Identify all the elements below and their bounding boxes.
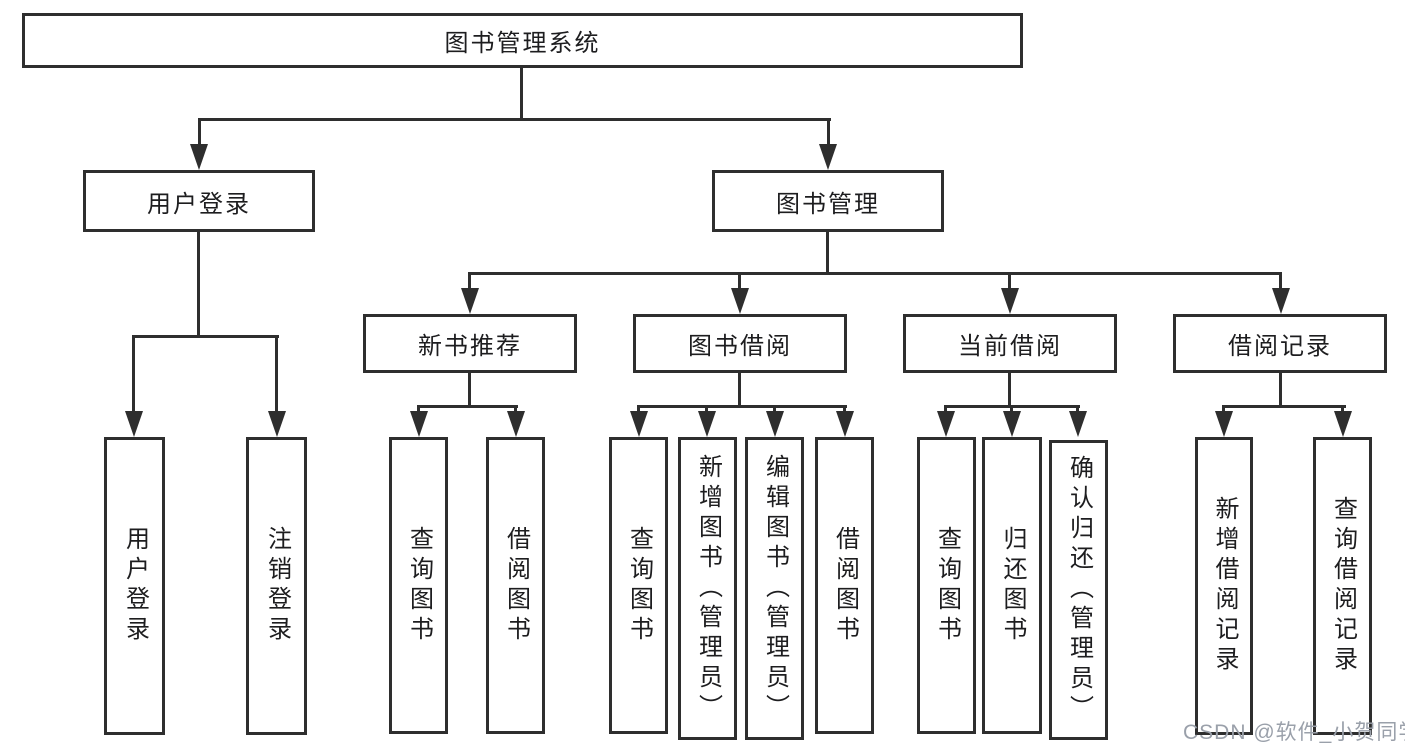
node-user-login: 用户登录 bbox=[83, 170, 315, 232]
arrow-down-icon bbox=[190, 144, 208, 170]
node-label: 图书管理 bbox=[776, 190, 880, 218]
node-label: 借阅图书 bbox=[831, 525, 859, 646]
node-new-book-recommend: 新书推荐 bbox=[363, 314, 577, 373]
connector-line bbox=[827, 118, 830, 148]
connector-line bbox=[197, 232, 200, 338]
arrow-down-icon bbox=[766, 411, 784, 437]
connector-line bbox=[1010, 405, 1013, 415]
connector-line bbox=[1076, 405, 1079, 415]
arrow-down-icon bbox=[1001, 288, 1019, 314]
node-label: 查询借阅记录 bbox=[1329, 496, 1357, 676]
node-book-borrow: 图书借阅 bbox=[633, 314, 847, 373]
arrow-down-icon bbox=[507, 411, 525, 437]
node-label: 查询图书 bbox=[933, 525, 961, 646]
watermark: CSDN @软件_小贺同学 bbox=[1183, 721, 1405, 744]
connector-line bbox=[275, 335, 278, 413]
connector-line bbox=[1222, 405, 1346, 408]
connector-line bbox=[773, 405, 776, 415]
connector-line bbox=[1279, 272, 1282, 292]
node-label: 确认归还（管理员） bbox=[1065, 455, 1093, 725]
arrow-down-icon bbox=[1334, 411, 1352, 437]
connector-line bbox=[468, 373, 471, 408]
arrow-down-icon bbox=[125, 411, 143, 437]
node-label: 归还图书 bbox=[999, 525, 1026, 646]
connector-line bbox=[417, 405, 518, 408]
node-label: 新增借阅记录 bbox=[1211, 496, 1238, 676]
connector-line bbox=[468, 272, 1282, 275]
arrow-down-icon bbox=[836, 411, 854, 437]
connector-line bbox=[705, 405, 708, 415]
connector-line bbox=[826, 232, 829, 275]
connector-line bbox=[520, 68, 523, 120]
node-root-library-system: 图书管理系统 bbox=[22, 13, 1023, 68]
connector-line bbox=[417, 405, 420, 415]
arrow-down-icon bbox=[1069, 411, 1087, 437]
connector-line bbox=[1341, 405, 1344, 415]
node-label: 借阅图书 bbox=[502, 525, 530, 646]
leaf-borrow-borrow-books: 借阅图书 bbox=[815, 437, 874, 734]
connector-line bbox=[132, 335, 279, 338]
connector-line bbox=[132, 335, 135, 413]
node-label: 图书管理系统 bbox=[444, 30, 601, 57]
connector-line bbox=[738, 272, 741, 292]
node-label: 借阅记录 bbox=[1228, 333, 1332, 360]
arrow-down-icon bbox=[937, 411, 955, 437]
connector-line bbox=[738, 373, 741, 408]
connector-line bbox=[843, 405, 846, 415]
node-label: 查询图书 bbox=[405, 525, 433, 646]
leaf-current-confirm-return-admin: 确认归还（管理员） bbox=[1049, 440, 1108, 740]
node-borrow-records: 借阅记录 bbox=[1173, 314, 1387, 373]
leaf-borrow-query-books: 查询图书 bbox=[609, 437, 668, 734]
leaf-borrow-edit-books-admin: 编辑图书（管理员） bbox=[745, 437, 804, 740]
arrow-down-icon bbox=[630, 411, 648, 437]
arrow-down-icon bbox=[1272, 288, 1290, 314]
node-current-borrow: 当前借阅 bbox=[903, 314, 1117, 373]
arrow-down-icon bbox=[268, 411, 286, 437]
leaf-records-query-record: 查询借阅记录 bbox=[1313, 437, 1372, 735]
leaf-current-query-books: 查询图书 bbox=[917, 437, 976, 734]
node-label: 当前借阅 bbox=[958, 333, 1062, 360]
leaf-logout: 注销登录 bbox=[246, 437, 307, 735]
connector-line bbox=[1279, 373, 1282, 408]
node-label: 编辑图书（管理员） bbox=[761, 453, 789, 724]
node-book-management: 图书管理 bbox=[712, 170, 944, 232]
node-label: 图书借阅 bbox=[688, 333, 792, 360]
node-label: 用户登录 bbox=[121, 526, 149, 646]
connector-line bbox=[1222, 405, 1225, 415]
node-label: 用户登录 bbox=[147, 190, 251, 218]
leaf-current-return-books: 归还图书 bbox=[982, 437, 1042, 734]
leaf-newrec-borrow-books: 借阅图书 bbox=[486, 437, 545, 734]
arrow-down-icon bbox=[1215, 411, 1233, 437]
connector-line bbox=[944, 405, 947, 415]
connector-line bbox=[198, 118, 201, 148]
node-label: 注销登录 bbox=[263, 526, 291, 646]
connector-line bbox=[468, 272, 471, 292]
connector-line bbox=[514, 405, 517, 415]
arrow-down-icon bbox=[461, 288, 479, 314]
arrow-down-icon bbox=[1003, 411, 1021, 437]
leaf-borrow-add-books-admin: 新增图书（管理员） bbox=[678, 437, 737, 740]
leaf-records-add-record: 新增借阅记录 bbox=[1195, 437, 1253, 735]
arrow-down-icon bbox=[698, 411, 716, 437]
node-label: 新增图书（管理员） bbox=[694, 453, 722, 724]
node-label: 新书推荐 bbox=[418, 333, 522, 360]
leaf-newrec-query-books: 查询图书 bbox=[389, 437, 448, 734]
connector-line bbox=[637, 405, 640, 415]
arrow-down-icon bbox=[731, 288, 749, 314]
connector-line bbox=[198, 118, 831, 121]
arrow-down-icon bbox=[819, 144, 837, 170]
connector-line bbox=[637, 405, 847, 408]
connector-line bbox=[1008, 373, 1011, 408]
leaf-user-login: 用户登录 bbox=[104, 437, 165, 735]
node-label: 查询图书 bbox=[625, 525, 653, 646]
connector-line bbox=[1008, 272, 1011, 292]
arrow-down-icon bbox=[410, 411, 428, 437]
